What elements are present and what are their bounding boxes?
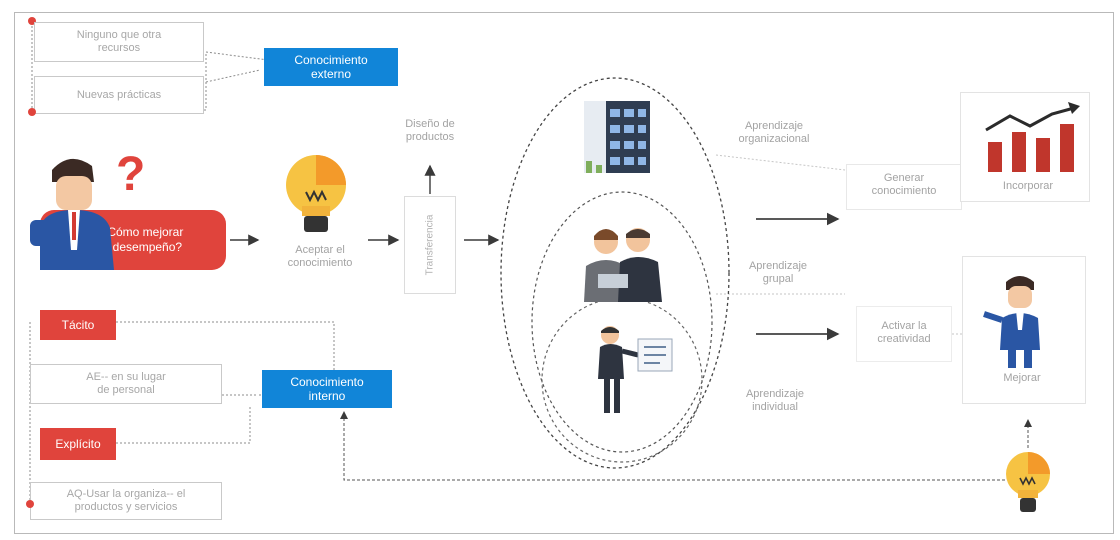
- external-tag-line2: externo: [310, 67, 352, 81]
- tacit-note: AE-- en su lugar de personal: [30, 364, 222, 404]
- activate-card: [856, 306, 952, 362]
- output-label: Diseño de productos: [380, 118, 480, 144]
- team-icon: [584, 228, 662, 302]
- external-knowledge-tag: Conocimiento externo: [264, 48, 398, 86]
- individual-ellipse: [541, 297, 703, 463]
- generate-card: [846, 164, 962, 210]
- org-learning-line2: organizacional: [738, 133, 810, 145]
- output-label-line1: Diseño de: [405, 118, 455, 130]
- individual-learning-line2: individual: [752, 401, 798, 413]
- explicit-note-line1: AQ-Usar la organiza-- el: [66, 488, 186, 500]
- external-item-1: Ninguno que otra recursos: [34, 22, 204, 62]
- external-tag-line1: Conocimiento: [294, 53, 368, 67]
- group-learning-line2: grupal: [762, 273, 794, 285]
- individual-learning-line1: Aprendizaje: [745, 388, 805, 400]
- external-bracket: [31, 22, 269, 111]
- question-line1: ¿Cómo mejorar: [100, 225, 184, 239]
- feedback-arrow: [340, 411, 1010, 481]
- bulb-label-line2: conocimiento: [287, 257, 353, 269]
- transfer-box: Transferencia: [404, 196, 456, 294]
- explicit-note-line2: productos y servicios: [74, 501, 178, 513]
- incorporate-text: Incorporar: [1002, 180, 1054, 192]
- improve-text: Mejorar: [1003, 372, 1041, 384]
- external-dot-top: [28, 17, 36, 25]
- tacit-note-line2: de personal: [97, 384, 155, 396]
- organizational-learning-label: Aprendizaje organizacional: [716, 120, 832, 146]
- tacit-text: Tácito: [61, 318, 95, 332]
- external-item-1-line1: Ninguno que otra: [76, 29, 162, 41]
- internal-dot: [26, 500, 34, 508]
- transfer-box-text: Transferencia: [424, 214, 436, 276]
- small-lightbulb-icon: [1006, 452, 1050, 512]
- external-link: [205, 69, 261, 83]
- explicit-link: [116, 405, 251, 444]
- external-item-1-line2: recursos: [97, 42, 141, 54]
- explicit-text: Explícito: [55, 437, 101, 451]
- organizational-ellipse: [500, 77, 730, 469]
- activate-label: Activar la creatividad: [856, 320, 952, 346]
- internal-knowledge-tag: Conocimiento interno: [262, 370, 392, 408]
- generate-line1: Generar: [883, 172, 925, 184]
- external-dot-bottom: [28, 108, 36, 116]
- group-learning-label: Aprendizaje grupal: [728, 260, 828, 286]
- improve-label: Mejorar: [980, 372, 1064, 385]
- group-ellipse: [531, 191, 713, 453]
- external-item-2: Nuevas prácticas: [34, 76, 204, 114]
- building-icon: [584, 101, 650, 173]
- org-learning-line1: Aprendizaje: [744, 120, 804, 132]
- activate-line2: creatividad: [877, 333, 931, 345]
- diagram-frame: [14, 12, 1114, 534]
- growth-chart-icon: [985, 102, 1080, 172]
- org-connector: [715, 154, 846, 171]
- explicit-tag: Explícito: [40, 428, 116, 460]
- bulb-label: Aceptar el conocimiento: [260, 244, 380, 270]
- tacit-tag: Tácito: [40, 310, 116, 340]
- generate-label: Generar conocimiento: [846, 172, 962, 198]
- explicit-note: AQ-Usar la organiza-- el productos y ser…: [30, 482, 222, 520]
- output-label-line2: productos: [405, 131, 455, 143]
- lightbulb-icon: [286, 155, 346, 232]
- group-learning-line1: Aprendizaje: [748, 260, 808, 272]
- generate-line2: conocimiento: [871, 185, 937, 197]
- svg-text:?: ?: [116, 148, 145, 201]
- incorporate-label: Incorporar: [980, 180, 1076, 193]
- internal-tag-line1: Conocimiento: [290, 375, 364, 389]
- external-item-2-text: Nuevas prácticas: [76, 88, 162, 101]
- question-line2: el desempeño?: [100, 240, 183, 254]
- presenter-icon: [598, 326, 673, 413]
- bulb-label-line1: Aceptar el: [295, 244, 345, 256]
- businessman-pointing-icon: [983, 276, 1040, 368]
- businessman-question-icon: ?: [30, 148, 145, 270]
- tacit-note-line1: AE-- en su lugar: [86, 371, 166, 383]
- activate-line1: Activar la: [881, 320, 927, 332]
- internal-bracket-left: [29, 322, 222, 501]
- individual-learning-label: Aprendizaje individual: [720, 388, 830, 414]
- internal-tag-line2: interno: [308, 389, 346, 403]
